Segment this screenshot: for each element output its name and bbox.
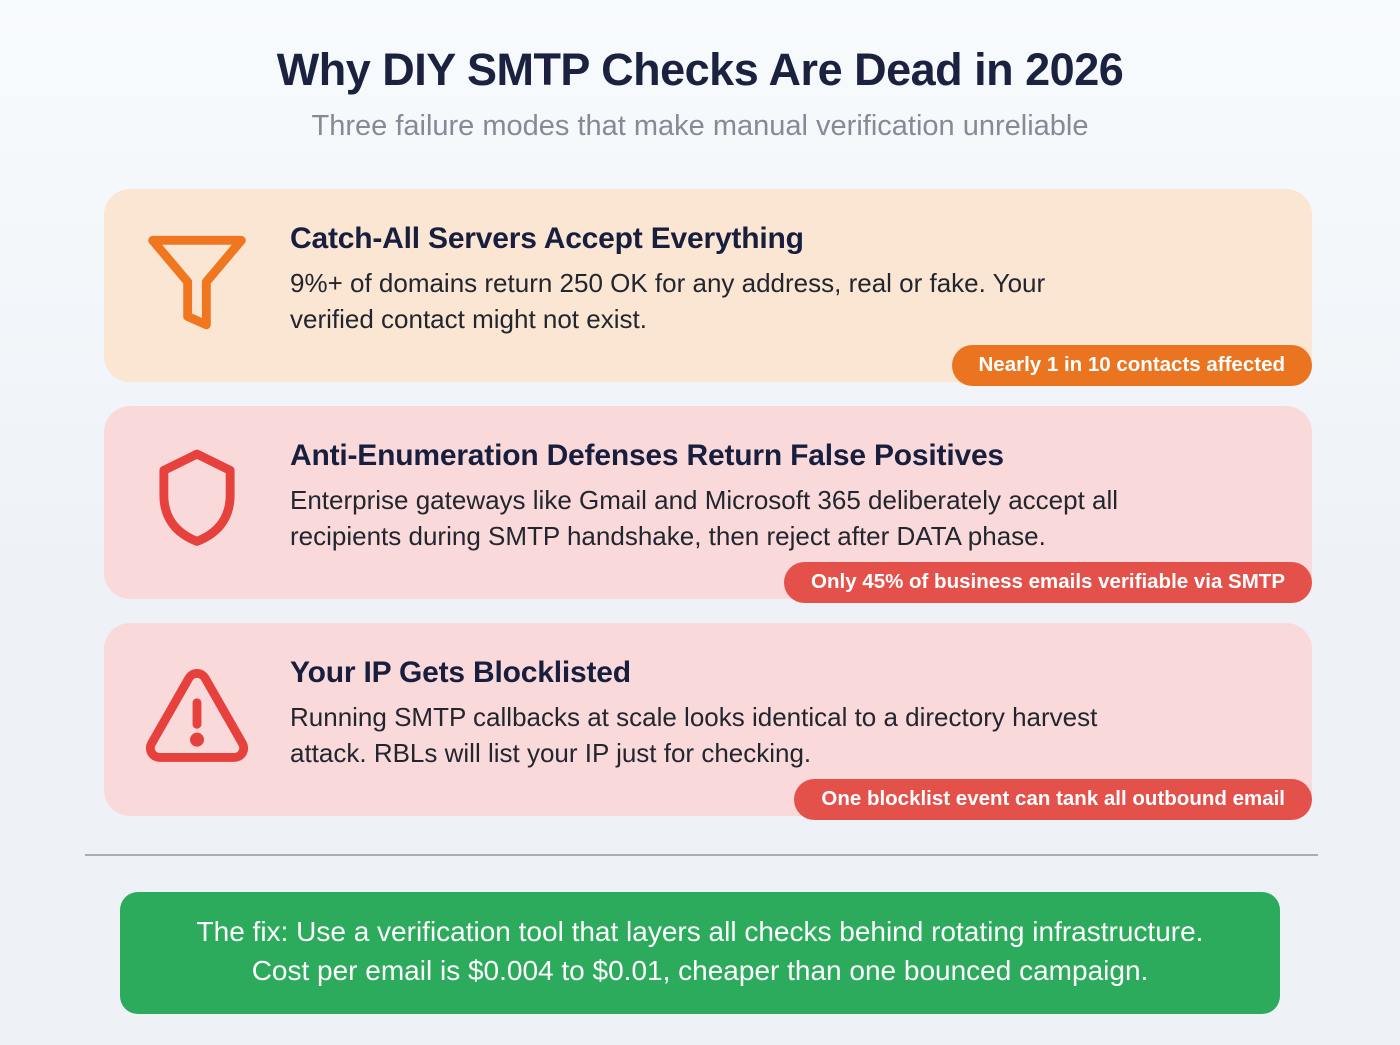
card-title: Catch-All Servers Accept Everything: [290, 221, 804, 255]
card-text-block: Anti-Enumeration Defenses Return False P…: [290, 439, 1282, 555]
card-body: Enterprise gateways like Gmail and Micro…: [290, 484, 1119, 551]
failure-cards-list: Catch-All Servers Accept Everything 9%+ …: [89, 189, 1312, 820]
card-title: Your IP Gets Blocklisted: [290, 655, 631, 689]
stat-badge: Nearly 1 in 10 contacts affected: [951, 345, 1312, 386]
card-title: Anti-Enumeration Defenses Return False P…: [290, 438, 1004, 472]
warning-triangle-icon: [104, 658, 290, 770]
stat-badge: One blocklist event can tank all outboun…: [794, 779, 1312, 820]
section-divider: [85, 854, 1318, 856]
fix-banner-line-2: Cost per email is $0.004 to $0.01, cheap…: [251, 954, 1149, 986]
card-ip-blocklisted: Your IP Gets Blocklisted Running SMTP ca…: [89, 623, 1312, 820]
shield-icon: [104, 441, 290, 553]
card-body: 9%+ of domains return 250 OK for any add…: [290, 267, 1046, 334]
stat-badge: Only 45% of business emails verifiable v…: [784, 562, 1312, 603]
card-anti-enumeration: Anti-Enumeration Defenses Return False P…: [89, 406, 1312, 603]
page-subtitle: Three failure modes that make manual ver…: [311, 110, 1089, 142]
card-text-block: Your IP Gets Blocklisted Running SMTP ca…: [290, 656, 1282, 772]
fix-banner-line-1: The fix: Use a verification tool that la…: [196, 916, 1204, 947]
card-body: Running SMTP callbacks at scale looks id…: [290, 701, 1098, 768]
page-title: Why DIY SMTP Checks Are Dead in 2026: [276, 44, 1124, 95]
card-text-block: Catch-All Servers Accept Everything 9%+ …: [290, 222, 1282, 338]
card-catch-all-servers: Catch-All Servers Accept Everything 9%+ …: [89, 189, 1312, 386]
funnel-icon: [104, 224, 290, 336]
fix-banner: The fix: Use a verification tool that la…: [120, 892, 1280, 1015]
